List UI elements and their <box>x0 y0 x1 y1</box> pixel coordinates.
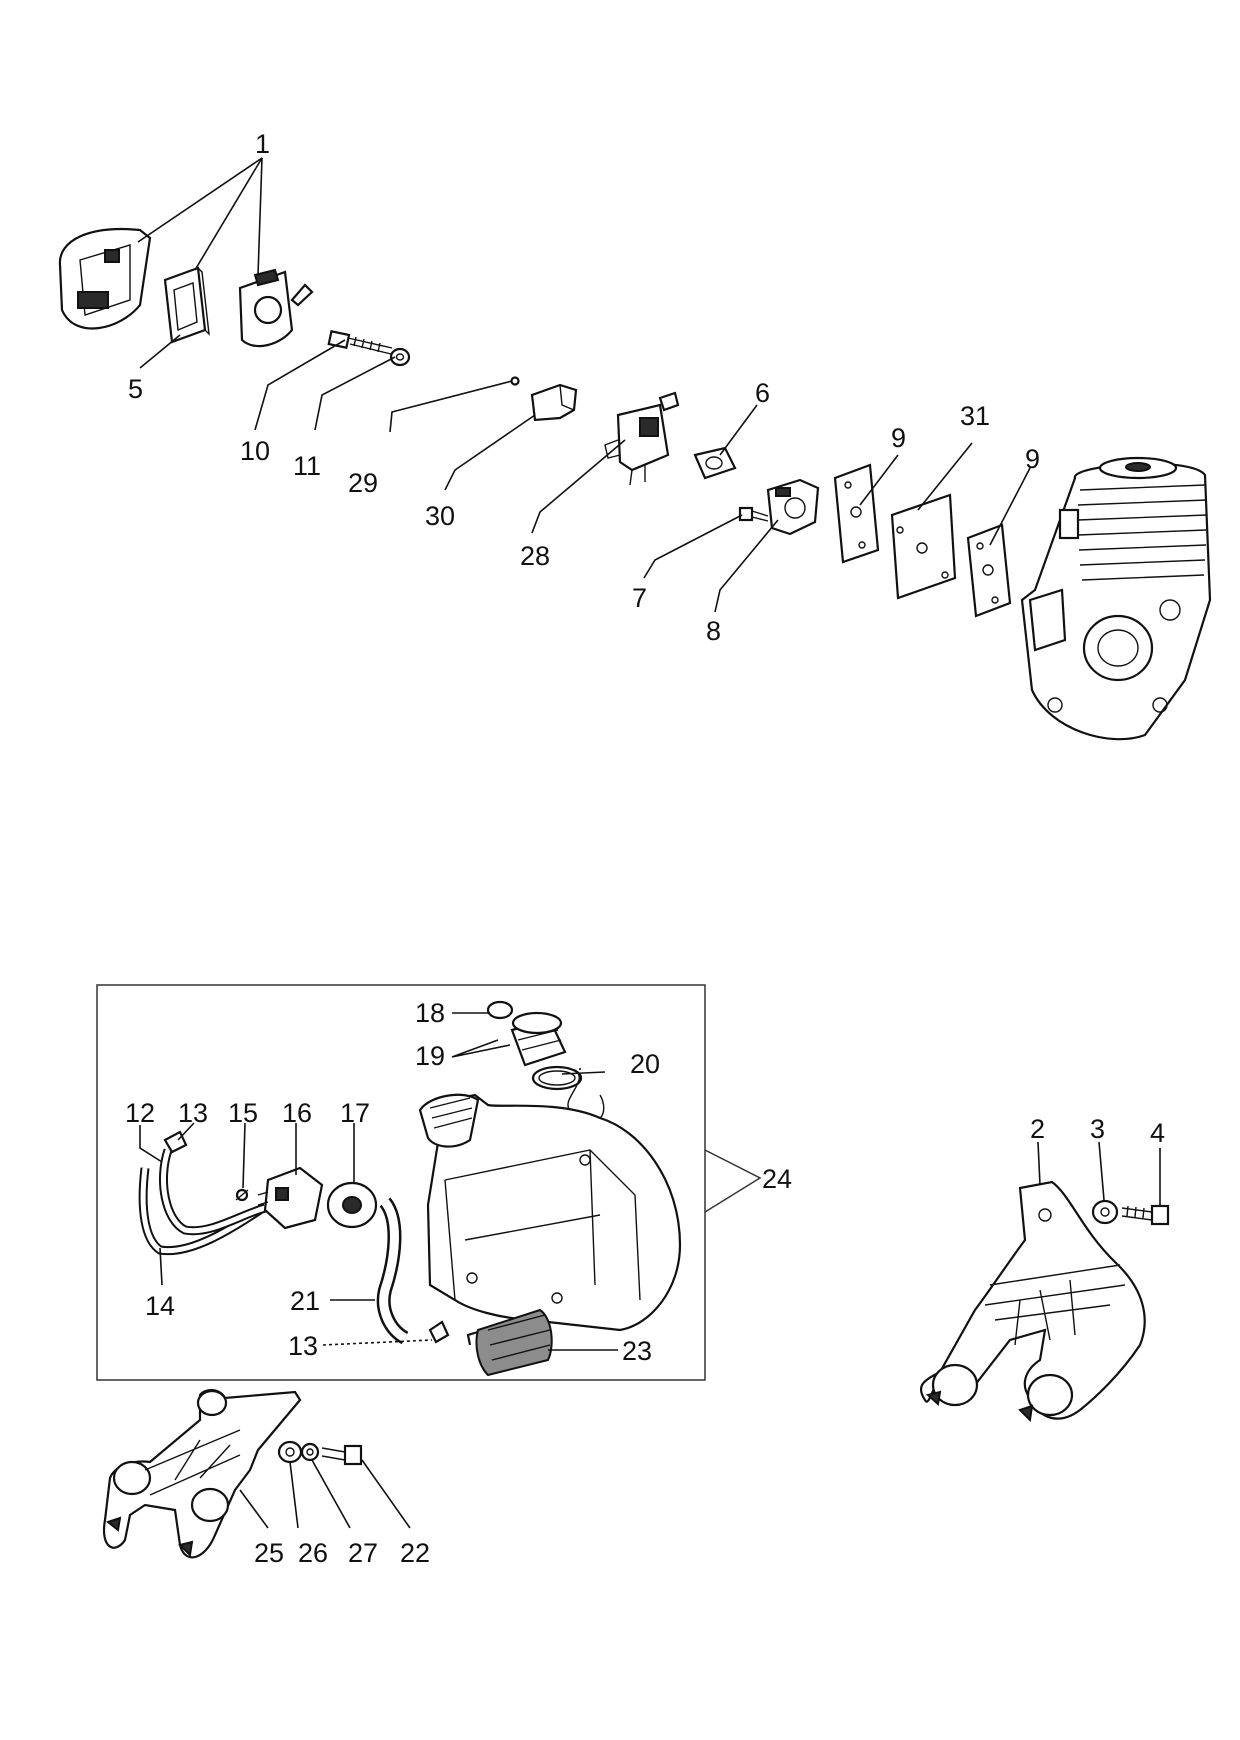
bottom-left-callouts: 25 26 27 22 <box>254 1538 430 1568</box>
gasket-6 <box>693 446 737 480</box>
gasket-9-right <box>966 523 1012 618</box>
fuel-filter-cup <box>326 1181 378 1229</box>
callout-13-lower: 13 <box>288 1331 318 1361</box>
callout-21: 21 <box>290 1286 320 1316</box>
fuel-group-leaders <box>139 1012 618 1351</box>
small-pin <box>510 376 520 386</box>
fuel-tank-group-frame <box>96 984 762 1381</box>
callout-4: 4 <box>1150 1118 1165 1148</box>
callout-29: 29 <box>348 468 378 498</box>
fuel-tank <box>418 1093 682 1332</box>
callout-6: 6 <box>755 378 770 408</box>
callout-2: 2 <box>1030 1114 1045 1144</box>
bracket-30 <box>530 383 578 422</box>
long-screw <box>327 329 393 355</box>
callout-1: 1 <box>255 129 270 159</box>
washer-11 <box>389 347 411 367</box>
handle-screw-22 <box>321 1444 363 1466</box>
callout-7: 7 <box>632 583 647 613</box>
callout-31: 31 <box>960 401 990 431</box>
callout-11: 11 <box>293 451 321 481</box>
fuel-filter <box>466 1308 553 1377</box>
callout-17: 17 <box>340 1098 370 1128</box>
air-filter-cover <box>58 228 152 330</box>
callout-8: 8 <box>706 616 721 646</box>
bottom-right-leaders <box>1037 1141 1161 1205</box>
engine-cylinder <box>1020 456 1212 741</box>
hose-clip-lower <box>428 1320 450 1344</box>
callout-26: 26 <box>298 1538 328 1568</box>
callout-16: 16 <box>282 1098 312 1128</box>
front-handle <box>919 1180 1146 1423</box>
callout-14: 14 <box>145 1291 175 1321</box>
top-leaders <box>137 157 1031 613</box>
callout-13-upper: 13 <box>178 1098 208 1128</box>
fuel-hoses <box>138 1148 267 1256</box>
callout-9-left: 9 <box>891 423 906 453</box>
callout-30: 30 <box>425 501 455 531</box>
intake-manifold <box>766 478 820 536</box>
fuel-cap <box>486 1000 567 1067</box>
callout-23: 23 <box>622 1336 652 1366</box>
callout-9-right: 9 <box>1025 444 1040 474</box>
callout-20: 20 <box>630 1049 660 1079</box>
callout-3: 3 <box>1090 1114 1105 1144</box>
rear-handle-bracket <box>102 1389 302 1559</box>
callout-10: 10 <box>240 436 270 466</box>
bottom-right-callouts: 2 3 4 <box>1030 1114 1165 1148</box>
callout-15: 15 <box>228 1098 258 1128</box>
filter-base <box>238 268 314 348</box>
carburetor <box>604 391 680 486</box>
primer-valve <box>257 1166 324 1230</box>
plate-31 <box>890 493 957 600</box>
callout-24: 24 <box>762 1164 792 1194</box>
callout-28: 28 <box>520 541 550 571</box>
handle-screw-4 <box>1121 1204 1170 1226</box>
callout-25: 25 <box>254 1538 284 1568</box>
air-filter-element <box>163 266 210 344</box>
callout-22: 22 <box>400 1538 430 1568</box>
callout-19: 19 <box>415 1041 445 1071</box>
top-callouts: 1 5 10 11 29 30 28 6 7 8 9 31 9 <box>128 129 1040 646</box>
handle-washer-3 <box>1091 1199 1119 1225</box>
callout-5: 5 <box>128 374 143 404</box>
callout-27: 27 <box>348 1538 378 1568</box>
handle-washer-27 <box>300 1442 320 1462</box>
return-hose <box>376 1197 409 1345</box>
fuel-group-callouts: 18 19 20 12 13 15 16 17 14 21 13 23 24 <box>125 998 792 1366</box>
bottom-left-leaders <box>239 1459 411 1529</box>
callout-18: 18 <box>415 998 445 1028</box>
screw-7 <box>738 506 769 522</box>
clip-15 <box>235 1188 249 1202</box>
handle-washer-26 <box>277 1440 303 1464</box>
o-ring <box>531 1065 583 1091</box>
callout-12: 12 <box>125 1098 155 1128</box>
gasket-9-left <box>833 463 880 564</box>
